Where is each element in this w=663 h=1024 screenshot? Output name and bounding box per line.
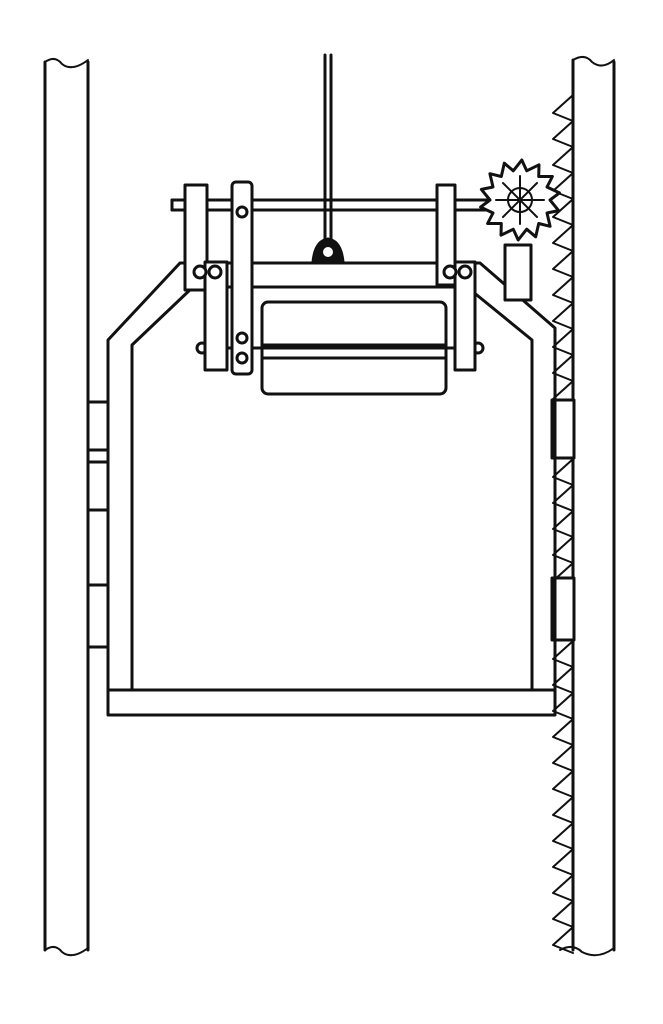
left-guide-shoes [86,400,110,649]
ratchet-wheel [479,158,561,242]
right-toothed-rail [552,56,616,957]
right-guide-shoes [550,398,576,642]
hoist-rope [311,53,345,263]
left-guide-rail [43,58,90,957]
upright-brackets [183,180,533,376]
rail-teeth [552,94,574,954]
